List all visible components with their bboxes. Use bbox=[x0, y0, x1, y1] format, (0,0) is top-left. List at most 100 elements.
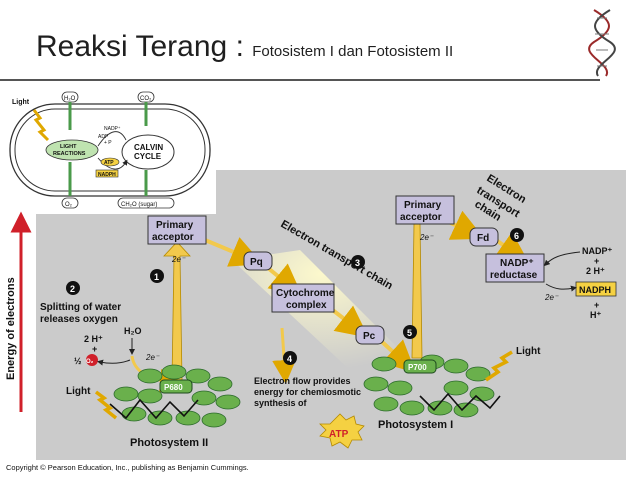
step-4-marker: 4 bbox=[283, 351, 297, 365]
svg-text:1: 1 bbox=[154, 272, 159, 282]
plus-1: + bbox=[594, 256, 599, 266]
nadp-input-arrow bbox=[543, 251, 581, 267]
inset-nadph-box bbox=[95, 169, 119, 178]
title-underline bbox=[0, 79, 600, 81]
dna-helix-icon bbox=[588, 9, 616, 77]
arrow-pc-to-p700 bbox=[378, 338, 416, 373]
fd-box bbox=[469, 227, 499, 247]
step-3-marker: 3 bbox=[351, 255, 365, 269]
p700-box bbox=[403, 359, 437, 374]
pc-box bbox=[355, 325, 385, 345]
ps2-2e-label: 2e⁻ bbox=[171, 255, 186, 264]
light-right-label: Light bbox=[516, 346, 541, 357]
ps1-2e-label: 2e⁻ bbox=[419, 233, 434, 242]
step-6-marker: 6 bbox=[510, 228, 524, 242]
atp-burst bbox=[319, 413, 365, 449]
step-2-marker: 2 bbox=[66, 281, 80, 295]
nadp-reductase-box bbox=[485, 253, 545, 283]
chloroplast-inner bbox=[14, 108, 206, 192]
plus-2: + bbox=[594, 300, 599, 310]
inset-adp-label: ADP bbox=[98, 134, 109, 140]
pq-box bbox=[243, 251, 273, 271]
inset-calvin-l2: CYCLE bbox=[134, 152, 162, 161]
arrow-pq-to-cyt bbox=[266, 263, 303, 297]
cytochrome-l1: Cytochrome bbox=[276, 288, 335, 299]
inset-pi-label: + P bbox=[104, 140, 112, 146]
p680-box bbox=[159, 379, 193, 394]
step-5-marker: 5 bbox=[403, 325, 417, 339]
pc-label: Pc bbox=[363, 331, 376, 342]
svg-text:3: 3 bbox=[355, 258, 360, 268]
cytochrome-box bbox=[271, 283, 335, 313]
primary-acceptor-ps1 bbox=[395, 195, 455, 225]
inset-light-reactions-shape bbox=[45, 139, 99, 161]
light-left-bolt-icon bbox=[94, 390, 118, 420]
plus-left: + bbox=[92, 344, 97, 354]
title-colon: : bbox=[227, 30, 253, 63]
inset-o2-box bbox=[61, 197, 79, 209]
svg-text:2: 2 bbox=[70, 284, 75, 294]
pq-label: Pq bbox=[250, 257, 263, 268]
nadp-plus-label: NADP⁺ bbox=[582, 246, 613, 256]
svg-text:4: 4 bbox=[287, 354, 292, 364]
splitting-l2: releases oxygen bbox=[40, 314, 118, 325]
primary-acceptor-ps1-l1: Primary bbox=[404, 200, 442, 211]
ps1-energy-zigzag bbox=[419, 392, 501, 412]
inset-o2-label: O₂ bbox=[65, 202, 73, 208]
arrow-fd-to-reductase bbox=[493, 231, 530, 264]
inset-sugar-label: CH₂O (sugar) bbox=[121, 202, 157, 208]
energy-axis-label: Energy of electrons bbox=[5, 277, 17, 380]
inset-light-reactions-l1: LIGHT bbox=[60, 144, 77, 150]
water-2e-label: 2e⁻ bbox=[145, 353, 160, 362]
light-left-label: Light bbox=[66, 386, 91, 397]
ps1-reductase-2e: 2e⁻ bbox=[544, 293, 559, 302]
inset-light-bolt-icon bbox=[32, 109, 50, 142]
primary-acceptor-ps2 bbox=[147, 215, 207, 245]
slide-title: Reaksi Terang : Fotosistem I dan Fotosis… bbox=[36, 30, 453, 64]
primary-acceptor-ps1-l2: acceptor bbox=[400, 212, 442, 223]
photosystem-ii-label: Photosystem II bbox=[130, 437, 208, 449]
inset-atp-shape bbox=[100, 157, 120, 167]
two-h-plus-left: 2 H⁺ bbox=[84, 334, 103, 344]
inset-co2-label: CO₂ bbox=[140, 96, 152, 102]
oxygen-molecule-icon bbox=[86, 354, 98, 366]
inset-calvin-l1: CALVIN bbox=[134, 143, 163, 152]
nadph-output-arrow bbox=[545, 283, 577, 292]
ps2-excitation-arrow bbox=[163, 241, 191, 381]
arrow-acceptor-to-pq bbox=[204, 237, 263, 267]
copyright-notice: Copyright © Pearson Education, Inc., pub… bbox=[6, 463, 249, 472]
fd-label: Fd bbox=[477, 233, 489, 244]
arrow-pq-down-light bbox=[272, 327, 297, 384]
oxygen-release-arrow bbox=[97, 359, 131, 366]
h2o-label: H₂O bbox=[124, 326, 142, 336]
primary-acceptor-ps2-l2: acceptor bbox=[152, 232, 194, 243]
step-1-marker: 1 bbox=[150, 269, 164, 283]
half-o2-label: ½ bbox=[74, 356, 82, 366]
inset-nadp-label: NADP⁺ bbox=[104, 126, 121, 132]
inset-calvin-cycle-shape bbox=[121, 134, 175, 170]
inset-light-label: Light bbox=[12, 99, 30, 106]
photosystem-ii-cluster bbox=[113, 364, 241, 428]
inset-light-reactions-l2: REACTIONS bbox=[53, 151, 86, 157]
svg-text:5: 5 bbox=[407, 328, 412, 338]
primary-acceptor-ps2-l1: Primary bbox=[156, 220, 194, 231]
p680-label: P680 bbox=[164, 383, 183, 392]
o2-label: O₂ bbox=[86, 359, 94, 365]
p700-label: P700 bbox=[408, 363, 427, 372]
svg-text:6: 6 bbox=[514, 231, 519, 241]
h-plus-label: H⁺ bbox=[590, 310, 601, 320]
flow-l3: synthesis of bbox=[254, 398, 308, 408]
inset-atp-label: ATP bbox=[104, 160, 114, 166]
inset-sugar-box bbox=[117, 197, 175, 209]
inset-nadph-label: NADPH bbox=[98, 172, 116, 178]
splitting-l1: Splitting of water bbox=[40, 302, 121, 313]
ps2-energy-zigzag bbox=[109, 398, 199, 420]
chloroplast-outline bbox=[9, 103, 211, 197]
nadp-reductase-l2: reductase bbox=[490, 270, 538, 281]
nadph-label: NADPH bbox=[579, 285, 611, 295]
nadp-reductase-l1: NADP⁺ bbox=[500, 258, 534, 269]
two-h-plus-label: 2 H⁺ bbox=[586, 266, 605, 276]
title-sub: Fotosistem I dan Fotosistem II bbox=[252, 43, 454, 60]
atp-label: ATP bbox=[329, 429, 349, 440]
